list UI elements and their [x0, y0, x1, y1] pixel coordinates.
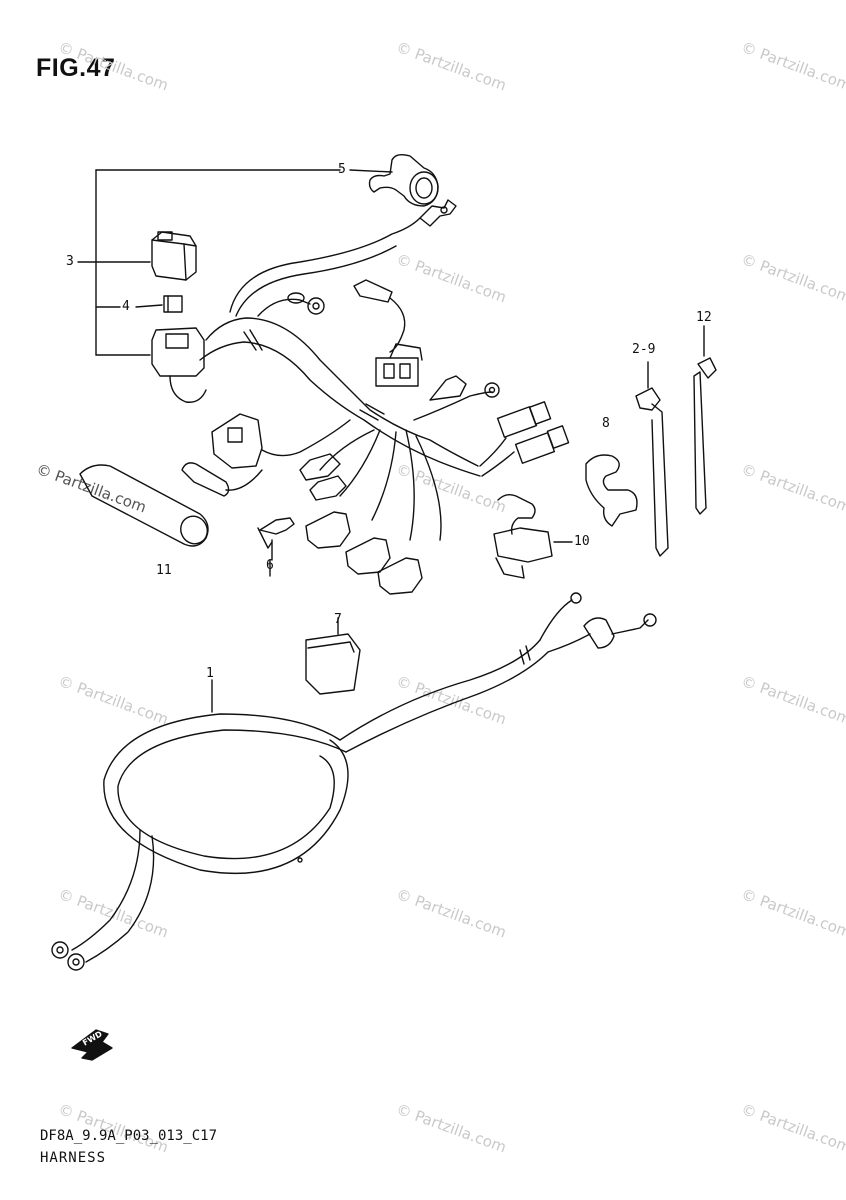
part-11-tube: [79, 464, 209, 547]
callout-2-9: 2-9: [632, 342, 656, 357]
callout-10: 10: [574, 534, 590, 549]
part-2-9-tie: [635, 361, 669, 557]
main-harness-trunk: [199, 199, 481, 477]
sensor-plug: [353, 279, 406, 353]
callout-7: 7: [334, 612, 342, 627]
part-6-clip: [257, 517, 295, 561]
ring-terminal: [257, 292, 325, 317]
callout-5: 5: [338, 162, 346, 177]
part-5-boot: [368, 153, 439, 207]
part-10-clamp: [493, 493, 573, 579]
callout-6: 6: [266, 558, 274, 573]
part-12-cable-tie: [693, 325, 717, 515]
connector-left: [211, 413, 351, 469]
callout-bracket: [77, 169, 393, 356]
part-1-coil-harness: [51, 592, 657, 971]
callout-3: 3: [66, 254, 74, 269]
part-7-grommet: [305, 617, 361, 695]
callout-11: 11: [156, 563, 172, 578]
figure-caption: HARNESS: [40, 1150, 107, 1166]
callout-8: 8: [602, 416, 610, 431]
connector-right-double: [479, 401, 570, 477]
relay-socket: [151, 327, 207, 403]
fwd-arrow-icon: [71, 1029, 113, 1061]
part-3-relay: [151, 231, 197, 281]
connector-branch-lower: [299, 429, 442, 595]
drawing-code: DF8A_9.9A_P03_013_C17: [40, 1128, 218, 1144]
callout-1: 1: [206, 666, 214, 681]
callout-12: 12: [696, 310, 712, 325]
connector-central: [375, 343, 423, 387]
fuse-holder-plug: [181, 462, 263, 497]
part-8-clip: [585, 454, 638, 527]
connector-right-small: [413, 375, 500, 421]
figure-title: FIG.47: [36, 54, 116, 82]
part-4-fuse: [163, 295, 183, 313]
callout-4: 4: [122, 299, 130, 314]
